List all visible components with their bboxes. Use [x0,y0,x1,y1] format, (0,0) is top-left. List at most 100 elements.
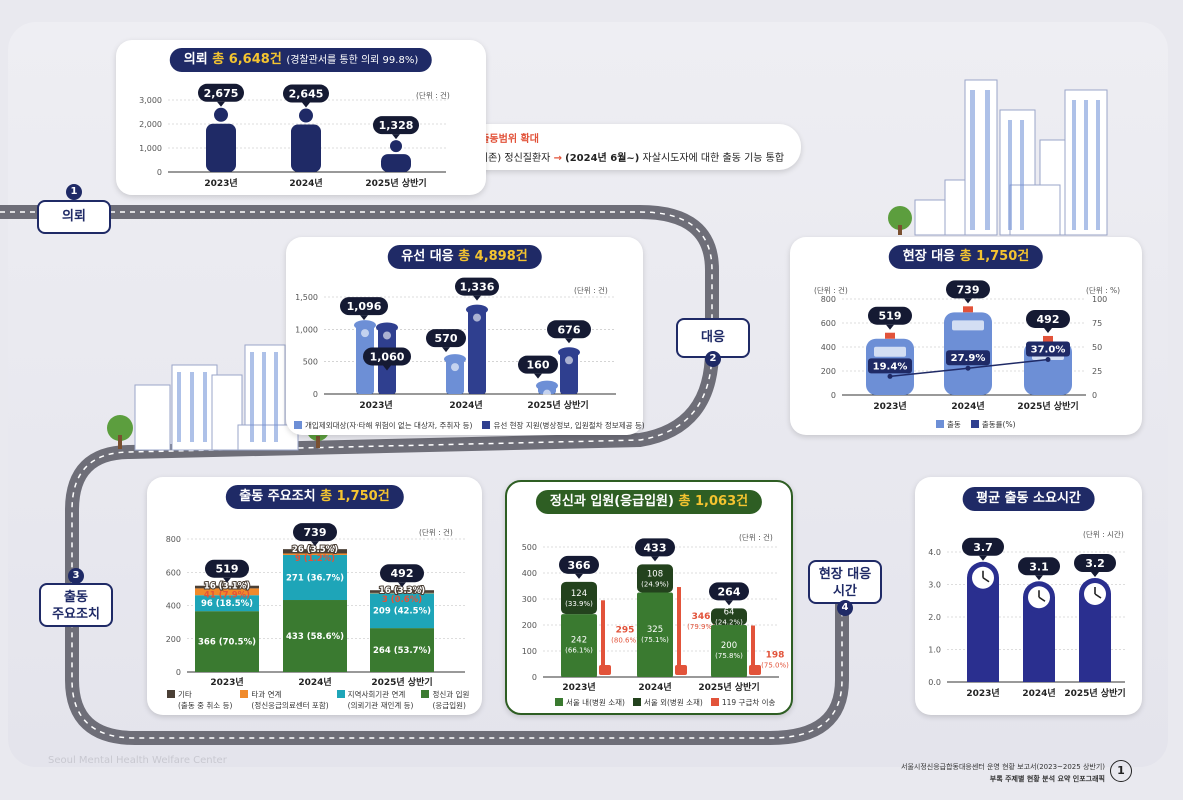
measures-segment-label: 264 (53.7%) [373,646,431,656]
referral-person-body [291,124,321,172]
y-tick-label: 1.0 [928,646,941,655]
x-tick-label: 2023년 [966,687,999,699]
admission-outer-label: 108 [647,569,663,579]
y-tick-label: 200 [821,367,836,376]
wired-phone-top [558,347,580,358]
wired-value-label-bubble-tail [565,338,573,344]
y-tick-label: 0 [532,673,537,682]
y-tick-label: 300 [522,595,537,604]
avgtime-title: 평균 출동 소요시간 [962,487,1095,511]
wired-value-label-bubble [340,297,388,316]
admission-unit: (단위 : 건) [739,533,773,542]
wired-bar [560,350,578,394]
wired-legend: 개입제외대상(자·타해 위험이 없는 대상자, 주취자 등) 유선 현장 지원(… [294,420,645,431]
admission-legend: 서울 내(병원 소재) 서울 외(병원 소재) 119 구급차 이송 [555,697,775,708]
avgtime-value-label-bubble [1074,554,1116,572]
admission-bar-inner [711,625,747,677]
wired-value-label-bubble-tail [473,295,481,301]
wired-phone-dial [543,389,551,398]
field-bar-siren [885,332,895,339]
y-tick-label: 800 [821,295,836,304]
field-legend-item-1: 출동 [936,419,961,430]
field-unit-left: (단위 : 건) [814,286,848,295]
avgtime-unit: (단위 : 시간) [1083,530,1124,539]
ambulance-label: 295 [616,625,635,635]
wired-value-label-bubble [363,347,411,366]
admission-chart: 0100200300400500242(66.1%)124(33.9%)3662… [522,538,789,693]
measures-bar-segment [283,553,347,555]
field-count-label-bubble-tail [886,324,894,330]
x-tick-label: 2024년 [638,681,671,693]
measures-bar-segment [283,549,347,554]
field-legend: 출동 출동률(%) [936,419,1016,430]
stage-time-label-2: 시간 [833,584,857,599]
wired-value-label: 676 [558,323,581,336]
avgtime-value-label: 3.7 [973,541,993,554]
wired-value-label: 1,096 [347,300,382,313]
expansion-text: (기존) 정신질환자 → (2024년 6월~) 자살시도자에 대한 출동 기능… [475,153,785,164]
wired-phone-dial [383,331,391,340]
wired-phone-top [444,354,466,365]
measures-segment-label: 41 (7.9%) [204,591,250,601]
measures-total-label-bubble-tail [398,582,406,588]
y-tick-label: 2.0 [928,613,941,622]
wired-phone-dial [565,356,573,365]
field-count-label: 492 [1037,313,1060,326]
admission-legend-item-2: 서울 외(병원 소재) [632,697,703,708]
referral-value-label: 1,328 [379,119,414,132]
x-tick-label: 2024년 [951,400,984,412]
y-tick-label: 0 [831,391,836,400]
field-count-label-bubble [868,306,912,325]
field-rate-point [965,365,971,371]
wired-value-label: 1,336 [460,281,495,294]
admission-total-label: 366 [568,559,591,572]
measures-segment-label: 26 (3.5%) [292,545,338,555]
wired-value-label: 160 [527,359,550,372]
y2-tick-label: 25 [1092,367,1102,376]
measures-total-label-bubble-tail [223,577,231,583]
measures-bar-segment [283,600,347,672]
y-tick-label: 500 [522,543,537,552]
stage-2-number: 2 [705,351,721,367]
field-title: 현장 대응 총 1,750건 [888,245,1044,269]
measures-bar-segment [370,593,434,629]
expansion-note: *출동범위 확대 (기존) 정신질환자 → (2024년 6월~) 자살시도자에… [445,124,801,170]
referral-value-label: 2,675 [204,87,239,100]
referral-value-label-bubble [198,83,244,102]
referral-card: 의뢰 총 6,648건 (경찰관서를 통한 의뢰 99.8%) (단위 : 건)… [116,40,486,195]
admission-total-label: 264 [718,585,741,598]
ambulance-icon [749,665,761,675]
ambulance-icon [675,665,687,675]
wired-legend-item-1: 개입제외대상(자·타해 위험이 없는 대상자, 주취자 등) [294,420,472,431]
y-tick-label: 1,500 [295,293,318,302]
admission-total-label-bubble [709,582,749,601]
referral-person-head [299,108,313,123]
y-tick-label: 200 [166,635,181,644]
expansion-title: *출동범위 확대 [475,134,539,145]
x-tick-label: 2023년 [210,676,243,688]
admission-title: 정신과 입원(응급입원) 총 1,063건 [535,490,763,514]
wired-phone-top [536,380,558,391]
y2-tick-label: 75 [1092,319,1102,328]
field-rate-label: 37.0% [1031,344,1066,355]
referral-person-head [390,140,402,153]
referral-unit: (단위 : 건) [416,91,450,100]
x-tick-label: 2023년 [204,177,237,189]
x-tick-label: 2025년 상반기 [698,681,759,693]
wired-phone-dial [451,363,459,372]
y-tick-label: 800 [166,535,181,544]
field-rate-label: 19.4% [873,361,908,372]
wired-title: 유선 대응 총 4,898건 [387,245,542,269]
wired-value-label: 570 [435,332,458,345]
measures-title: 출동 주요조치 총 1,750건 [225,485,404,509]
field-count-label: 519 [879,310,902,323]
admission-bar-outer [711,608,747,625]
measures-segment-label: 9 (1.2%) [295,554,335,564]
field-bar-window [874,346,906,357]
field-rate-point [1045,356,1051,362]
referral-chart: 01,0002,0003,0002,6752023년2,6452024년1,32… [139,83,446,189]
field-rate-label-bg [1026,341,1070,357]
